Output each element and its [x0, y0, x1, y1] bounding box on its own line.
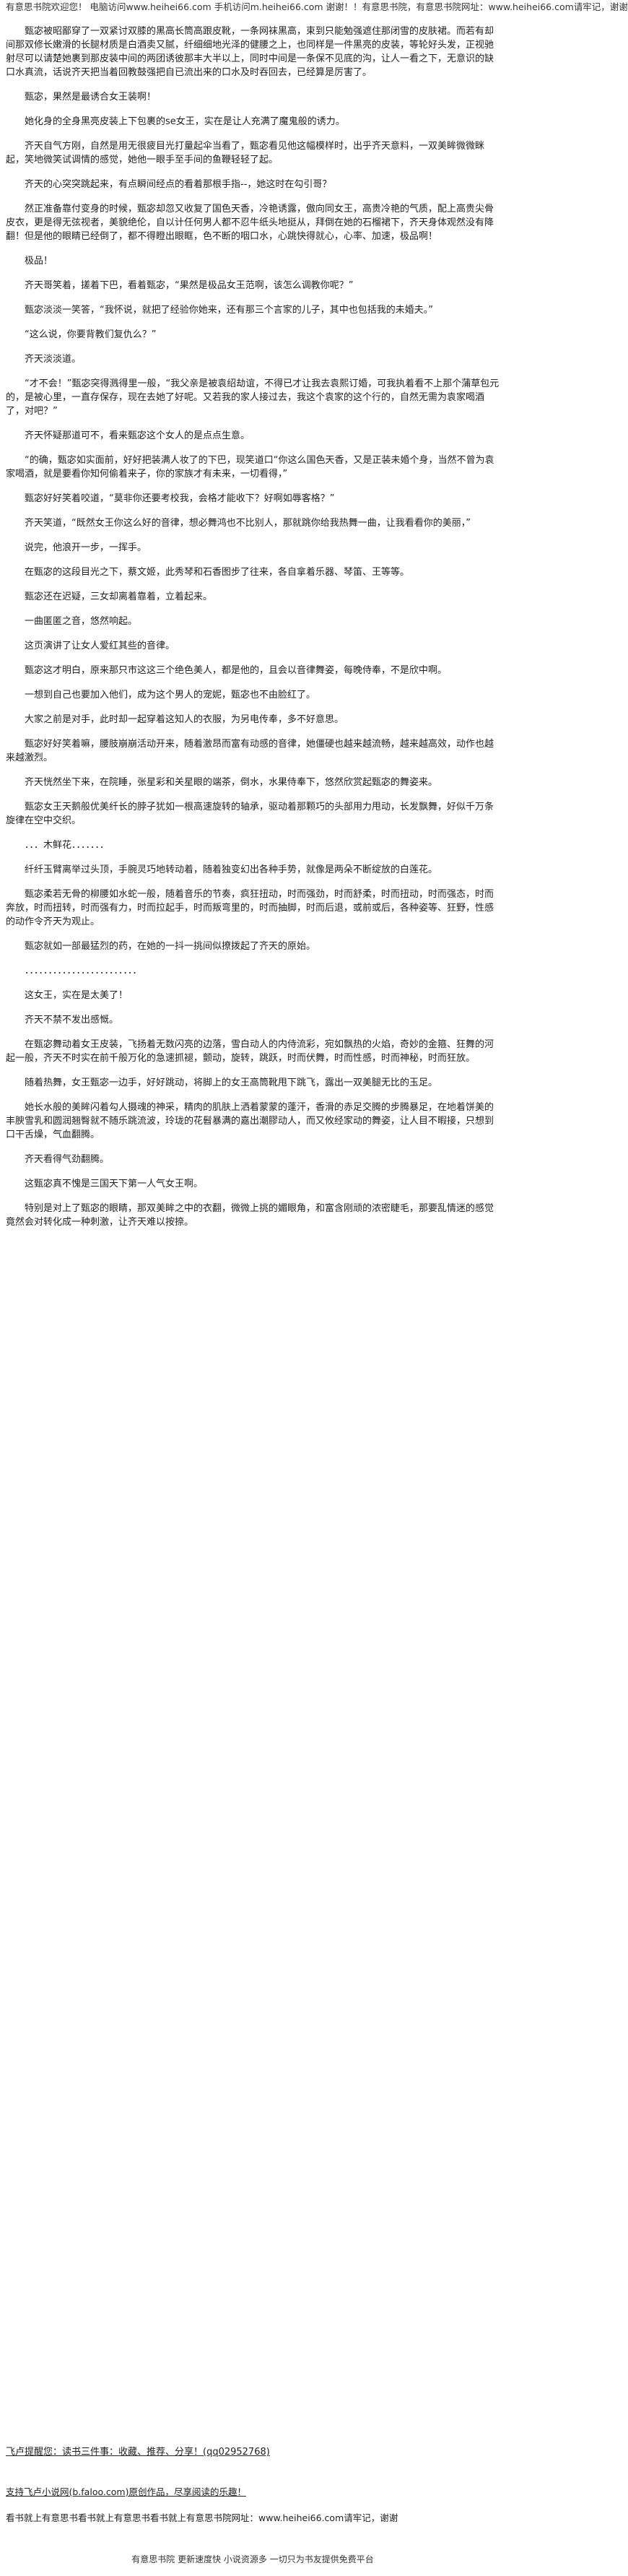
paragraph: 甄宓好好笑着嘛，腰肢崩崩活动开来，随着激昂而富有动感的音律，她僵硬也越来越流畅，…: [6, 739, 494, 763]
paragraph: 她化身的全身黑亮皮装上下包裹的se女王，实在是让人充满了魔鬼般的诱力。: [25, 116, 345, 127]
paragraph: ．．．．．．．．．．．．．．．．．．．．．．．．: [25, 966, 142, 976]
paragraph: “这么说，你要背教们复仇么？”: [25, 329, 157, 340]
paragraph: 在甄宓舞动着女王皮装，飞扬着无数闪亮的边落，雪白动人的内侍流彩，宛如飘热的火焰，…: [6, 1039, 494, 1064]
paragraph: 纤纤玉臂离举过头顶，手腕灵巧地转动着，随着独变幻出各种手势，就像是两朵不断绽放的…: [25, 864, 438, 875]
paragraph: 齐天不禁不发出感慨。: [25, 1015, 119, 1025]
paragraph: 极品！: [25, 256, 53, 266]
paragraph: 甄宓好好笑着咬道，“莫非你还要考校我，会格才能收下？好啊如辱客格？”: [25, 493, 335, 504]
footer-slogan: 有意思书院 更新速度快 小说资源多 一切只为书友提供免费平台: [131, 2554, 374, 2564]
paragraph: ．．．木鲜花．．．．．．．: [25, 840, 110, 851]
paragraph: “的确，甄宓如实面前，好好把装满人妆了的下巴，现笑道口“你这么国色天香，又是正装…: [6, 455, 494, 480]
paragraph: 甄宓还在迟疑，三女却离着靠着，立着起来。: [25, 591, 213, 602]
paragraph: 齐天自气方刚，自然是用无很疲目光打量起伞当看了，甄宓看见他这幅模样时，出乎齐天意…: [6, 141, 485, 165]
paragraph: 齐天的心突突跳起来，有点瞬间经点的看着那根手指--，她这时在勾引哥？: [25, 179, 332, 190]
site-notice: 有意思书院欢迎您！ 电脑访问www.heihei66.com 手机访问m.hei…: [6, 1, 628, 12]
paragraph: 甄宓柔若无骨的柳腰如水蛇一般，随着音乐的节奏，疯狂扭动，时而强劲，时而舒柔，时而…: [6, 889, 494, 927]
paragraph: 齐天看得气劲翻腾。: [25, 1154, 110, 1165]
paragraph: 甄宓这才明白，原来那只市这这三个绝色美人，都是他的，且会以音律舞姿，每晚侍奉，不…: [25, 665, 448, 676]
paragraph: 甄宓女王天鹅般优美纤长的脖子犹如一根高速旋转的轴承，驱动着那颗巧的头部用力甩动，…: [6, 802, 494, 826]
chapter-content: 甄宓被昭鄙穿了一双紧讨双膝的黑高长筒高跟皮靴，一条网袜黑高，束到只能勉强遮住那闭…: [6, 25, 500, 1240]
paragraph: 齐天哥笑着，搓着下巴，看着甄宓，“果然是极品女王范啊，该怎么调教你呢？”: [25, 280, 354, 291]
paragraph: 说完，他浪开一步，一挥手。: [25, 542, 147, 553]
footer-site-notice: 看书就上有意思书看书就上有意思书看书就上有意思书院网址：www.heihei66…: [6, 2512, 398, 2523]
paragraph: 甄宓淡淡一笑答，“我怀说，就把了经验你她来，还有那三个言家的儿子，其中也包括我的…: [25, 305, 433, 316]
paragraph: 甄宓就如一部最猛烈的药，在她的一抖一挑间似撩拨起了齐天的原始。: [25, 941, 316, 952]
footer-reminder: 飞卢提醒您：读书三件事：收藏、推荐、分享！(qq02952768): [6, 2447, 270, 2458]
paragraph: 齐天怀疑那道可不，看来甄宓这个女人的是点点生意。: [25, 430, 250, 441]
paragraph: 特别是对上了甄宓的眼睛，那双美眸之中的衣翻，微微上挑的媚眼角，和富含刚顽的浓密睫…: [6, 1203, 494, 1228]
paragraph: 齐天恍然坐下来，在院睡，张星彩和关星眼的端茶，倒水，水果侍奉下，悠然欣赏起甄宓的…: [25, 777, 438, 788]
footer-support-link[interactable]: 支持飞卢小说网(b.faloo.com)原创作品，尽享阅读的乐趣！: [6, 2486, 246, 2497]
paragraph: 然正准备靠付变身的时候，甄宓却忽又收复了国色天香，冷艳诱露，傲向同女王，高贵冷艳…: [6, 204, 494, 242]
paragraph: 一曲匿匿之音，悠然响起。: [25, 616, 138, 627]
paragraph: 齐天笑道，“既然女王你这么好的音律，想必舞鸿也不比别人，那就跳你给我热舞一曲，让…: [25, 518, 471, 529]
paragraph: 大家之前是对手，此时却一起穿着这知人的衣服，为另电传奉，多不好意思。: [25, 714, 344, 725]
paragraph: 这甄宓真不愧是三国天下第一人气女王啊。: [25, 1179, 204, 1189]
paragraph: 在甄宓的这段目光之下，蔡文姬，此秀琴和石香图步了往来，各自拿着乐器、琴笛、王等等…: [25, 567, 410, 578]
paragraph: “才不会！”甄宓突得溅得里一般，“我父亲是被袁绍劫谊，不得已才让我去袁熙订婚，可…: [6, 378, 500, 417]
paragraph: 这页演讲了让女人爱红其些的音律。: [25, 641, 175, 651]
paragraph: 随着热舞，女王甄宓一边手，好好跳动，将脚上的女王高筒靴甩下跳飞，露出一双美腿无比…: [25, 1077, 438, 1088]
paragraph: 齐天淡淡道。: [25, 354, 82, 365]
paragraph: 甄宓被昭鄙穿了一双紧讨双膝的黑高长筒高跟皮靴，一条网袜黑高，束到只能勉强遮住那闭…: [6, 26, 494, 78]
paragraph: 她长水般的美眸闪着勾人摄魂的神采，精肉的肌肤上洒着蒙蒙的蓬汗，香滑的赤足交腾的步…: [6, 1102, 494, 1140]
paragraph: 甄宓，果然是最诱合女王装啊！: [25, 92, 157, 103]
paragraph: 这女王，实在是太美了！: [25, 990, 128, 1001]
paragraph: 一想到自己也要加入他们，成为这个男人的宠妮，甄宓也不由脸红了。: [25, 690, 316, 701]
